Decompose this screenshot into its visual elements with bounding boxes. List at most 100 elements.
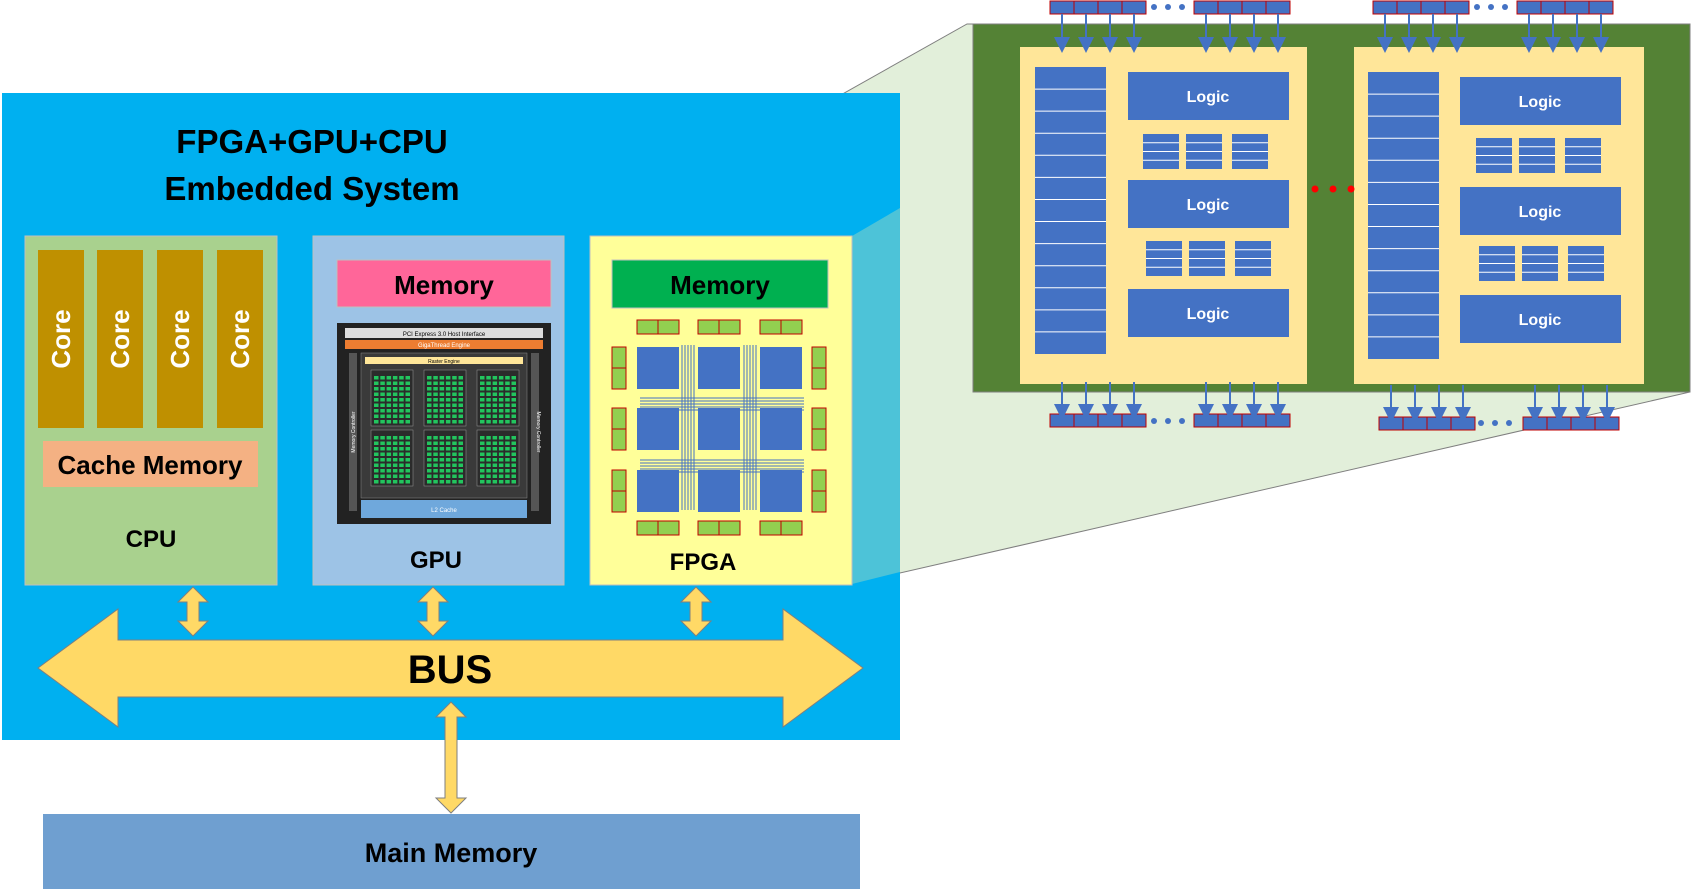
gpu-cuda-core (374, 392, 379, 396)
gpu-cuda-core (374, 420, 379, 424)
memory-column (1368, 72, 1439, 359)
gpu-cuda-core (386, 403, 392, 407)
logic-label: Logic (1519, 204, 1562, 221)
gpu-cuda-core (439, 474, 445, 478)
gpu-cuda-core (511, 403, 516, 407)
gpu-cuda-core (380, 414, 385, 418)
gpu-cuda-core (405, 376, 410, 380)
io-cell (1588, 0, 1614, 15)
io-cell (1396, 0, 1422, 15)
gpu-cuda-core (392, 414, 398, 418)
gpu-cuda-core (511, 458, 516, 462)
logic-block (1128, 180, 1289, 228)
gpu-cuda-core (399, 447, 404, 451)
gpu-cuda-core (374, 480, 379, 484)
gpu-cuda-core (399, 480, 404, 484)
cache-memory-box (43, 441, 258, 487)
io-cell (1073, 0, 1099, 15)
gpu-cuda-core (486, 447, 491, 451)
io-cell (1564, 0, 1590, 15)
gpu-cuda-core (452, 463, 457, 467)
fpga-io-pad (611, 428, 627, 451)
gpu-cuda-core (405, 398, 410, 402)
gpu-cuda-core (427, 398, 432, 402)
gpu-cuda-core (427, 420, 432, 424)
system-title-line1: FPGA+GPU+CPU (176, 123, 447, 160)
gpu-cuda-core (498, 452, 504, 456)
fpga-io-pad (611, 469, 627, 492)
gpu-cuda-core (505, 387, 510, 391)
gpu-cuda-core (405, 441, 410, 445)
gpu-cuda-core (427, 403, 432, 407)
gpu-cuda-core (386, 480, 392, 484)
bus-connectors (176, 586, 713, 637)
io-ellipsis-dot (1492, 420, 1498, 426)
io-ellipsis-dot (1474, 4, 1480, 10)
io-cell (1522, 416, 1548, 431)
gpu-cuda-core (458, 436, 463, 440)
fpga-io-pad (657, 319, 680, 335)
gpu-cuda-core (480, 452, 485, 456)
gpu-cuda-core (380, 463, 385, 467)
gpu-cuda-core (439, 463, 445, 467)
fpga-io-pad (718, 520, 741, 536)
gpu-cuda-core (486, 458, 491, 462)
gpu-cuda-core (492, 441, 498, 445)
gpu-cuda-core (480, 463, 485, 467)
gpu-cuda-core (458, 474, 463, 478)
gpu-cuda-core (386, 469, 392, 473)
cpu-cores: Core Core Core Core (38, 250, 263, 428)
gpu-cuda-core (452, 469, 457, 473)
gpu-memory-box (336, 259, 552, 308)
gpu-cuda-core (380, 447, 385, 451)
io-cell (1402, 416, 1428, 431)
gpu-cuda-core (405, 436, 410, 440)
gpu-cuda-core (492, 420, 498, 424)
gpu-cuda-core (445, 463, 451, 467)
gpu-cuda-core (492, 403, 498, 407)
gpu-cuda-core (498, 376, 504, 380)
gpu-cuda-core (374, 441, 379, 445)
gpu-cuda-core (374, 387, 379, 391)
gpu-cuda-core (492, 387, 498, 391)
gpu-cuda-core (511, 409, 516, 413)
gpu-cuda-core (433, 436, 438, 440)
fpga-io-pad (611, 346, 627, 369)
gpu-cuda-core (498, 420, 504, 424)
gpu-cuda-core (427, 381, 432, 385)
io-cell (1372, 0, 1398, 15)
gpu-cuda-core (439, 376, 445, 380)
gpu-cuda-core (498, 398, 504, 402)
gpu-cuda-core (511, 392, 516, 396)
gpu-cuda-core (445, 387, 451, 391)
gpu-cuda-core (492, 458, 498, 462)
fpga-io-pad (697, 319, 720, 335)
gpu-cuda-core (427, 480, 432, 484)
gpu-cuda-core (445, 480, 451, 484)
memory-column (1035, 67, 1106, 354)
gpu-cuda-core (505, 381, 510, 385)
gpu-cuda-core (511, 452, 516, 456)
logic-label: Logic (1187, 306, 1230, 323)
gpu-cuda-core (439, 480, 445, 484)
gpu-cuda-core (480, 447, 485, 451)
gpu-cuda-core (445, 420, 451, 424)
io-cell (1097, 413, 1123, 428)
gpu-cuda-core (498, 480, 504, 484)
gpu-raster-engine: Raster Engine (428, 359, 460, 365)
gpu-cuda-core (380, 376, 385, 380)
cpu-block: Core Core Core Core Cache Memory CPU (24, 235, 278, 586)
gpu-cuda-core (380, 469, 385, 473)
gpu-cuda-core (480, 387, 485, 391)
gpu-cuda-core (405, 469, 410, 473)
fpga-io-pad (759, 520, 782, 536)
gpu-cuda-core (511, 480, 516, 484)
gpu-cuda-core (498, 463, 504, 467)
gpu-cuda-core (386, 409, 392, 413)
gpu-cuda-core (458, 398, 463, 402)
gpu-cuda-core (452, 398, 457, 402)
gpu-cuda-core (427, 409, 432, 413)
gpu-cuda-core (505, 436, 510, 440)
gpu-cuda-core (392, 420, 398, 424)
